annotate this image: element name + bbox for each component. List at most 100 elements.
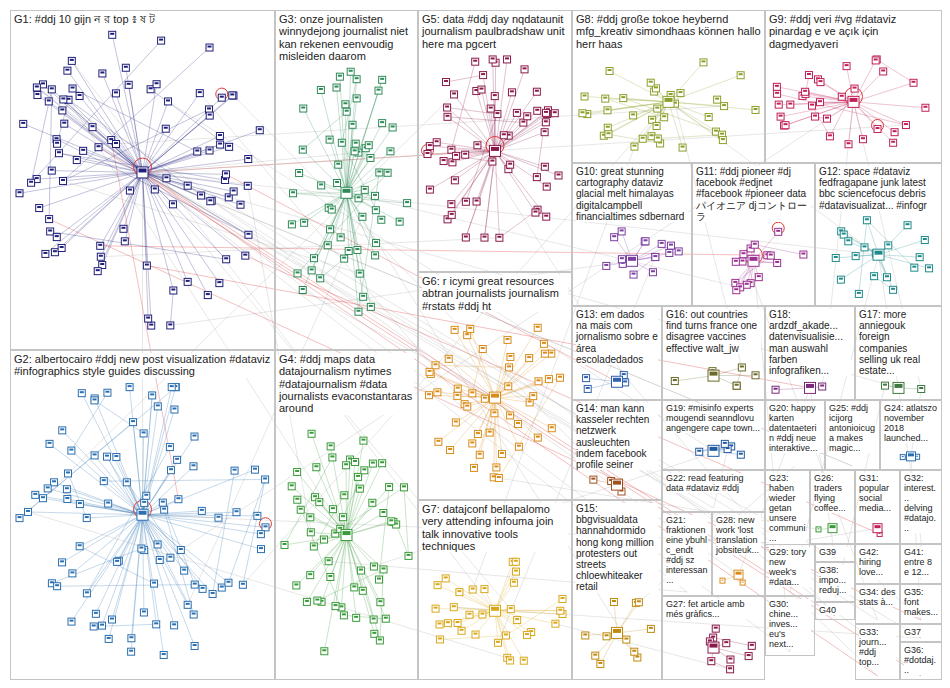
vertex-avatar xyxy=(343,102,347,104)
vertex-icon xyxy=(153,81,160,88)
cross-link xyxy=(37,87,788,543)
vertex-avatar xyxy=(179,548,183,550)
vertex-avatar xyxy=(206,293,210,295)
vertex-avatar xyxy=(372,632,376,634)
vertex-icon xyxy=(469,586,476,593)
vertex-frame xyxy=(326,136,333,143)
vertex-icon xyxy=(314,597,321,604)
vertex-avatar xyxy=(295,470,299,472)
vertex-frame xyxy=(225,579,232,586)
vertex-frame xyxy=(432,605,439,612)
group-link xyxy=(347,127,393,192)
vertex-frame xyxy=(533,174,540,181)
group-link xyxy=(143,136,220,172)
vertex-frame xyxy=(349,121,356,128)
cross-link xyxy=(49,219,921,620)
vertex-frame xyxy=(355,195,362,202)
vertex-frame xyxy=(387,148,394,155)
vertex-icon xyxy=(158,37,165,44)
vertex-avatar xyxy=(264,525,268,527)
vertex-avatar xyxy=(85,591,89,593)
vertex-icon xyxy=(388,518,395,525)
group-link xyxy=(143,172,226,174)
vertex-avatar xyxy=(69,449,73,451)
vertex-frame xyxy=(450,604,457,611)
vertex-avatar xyxy=(156,404,160,406)
vertex-icon xyxy=(33,84,40,91)
vertex-avatar xyxy=(263,477,267,479)
vertex-frame xyxy=(332,603,339,610)
vertex-icon xyxy=(281,541,288,548)
vertex-frame xyxy=(137,509,148,520)
vertex-icon xyxy=(327,443,334,450)
vertex-avatar xyxy=(544,120,548,122)
vertex-frame xyxy=(113,454,120,461)
vertex-avatar xyxy=(70,59,74,61)
vertex-icon xyxy=(371,192,378,199)
group-link xyxy=(495,611,563,614)
cross-link xyxy=(43,94,454,498)
vertex-icon xyxy=(400,484,407,491)
vertex-avatar xyxy=(290,222,294,224)
vertex-avatar xyxy=(294,583,298,585)
vertex-frame xyxy=(169,201,176,208)
vertex-avatar xyxy=(398,220,402,222)
vertex-icon xyxy=(345,248,352,255)
vertex-frame xyxy=(432,362,439,369)
vertex-frame xyxy=(548,425,555,432)
vertex-icon xyxy=(48,86,55,93)
cross-link xyxy=(116,106,724,144)
vertex-frame xyxy=(54,583,61,590)
vertex-icon xyxy=(361,186,368,193)
group-link xyxy=(430,146,495,151)
vertex-frame xyxy=(174,456,181,463)
vertex-frame xyxy=(440,158,447,165)
group-link xyxy=(344,615,386,618)
vertex-avatar xyxy=(142,610,146,612)
group-link xyxy=(143,172,212,200)
vertex-icon xyxy=(335,161,342,168)
vertex-avatar xyxy=(471,588,475,590)
vertex-icon xyxy=(313,464,320,471)
vertex-icon xyxy=(300,105,307,112)
vertex-icon xyxy=(479,611,486,618)
vertex-icon xyxy=(360,437,367,444)
vertex-avatar xyxy=(377,89,381,91)
vertex-frame xyxy=(126,187,133,194)
vertex-avatar xyxy=(452,92,456,94)
group-link xyxy=(98,172,143,271)
group-link xyxy=(316,467,346,535)
vertex-frame xyxy=(469,586,476,593)
vertex-frame xyxy=(343,462,350,469)
vertex-icon xyxy=(44,485,51,492)
vertex-frame xyxy=(534,107,541,114)
vertex-avatar xyxy=(61,179,65,181)
vertex-frame xyxy=(505,383,512,390)
vertex-icon xyxy=(498,451,505,458)
vertex-avatar xyxy=(29,181,33,183)
vertex-icon xyxy=(209,591,216,598)
vertex-frame xyxy=(294,270,301,277)
vertex-frame xyxy=(520,657,527,664)
group-link xyxy=(57,585,195,587)
vertex-frame xyxy=(233,509,240,516)
vertex-avatar xyxy=(48,442,52,444)
vertex-avatar xyxy=(80,391,84,393)
group-link xyxy=(451,151,495,204)
vertex-icon xyxy=(476,451,483,458)
vertex-avatar xyxy=(114,455,118,457)
vertex-icon xyxy=(160,652,167,659)
vertex-avatar xyxy=(161,501,165,503)
vertex-icon xyxy=(168,384,175,391)
vertex-frame xyxy=(239,581,246,588)
vertex-avatar xyxy=(93,453,97,455)
group-link xyxy=(347,521,392,535)
vertex-frame xyxy=(300,105,307,112)
vertex-icon xyxy=(140,609,147,616)
vertex-icon xyxy=(500,132,507,139)
group-link xyxy=(143,98,222,173)
vertex-frame xyxy=(507,353,514,360)
vertex-frame xyxy=(143,492,150,499)
vertex-avatar xyxy=(491,57,495,59)
vertex-avatar xyxy=(460,629,464,631)
